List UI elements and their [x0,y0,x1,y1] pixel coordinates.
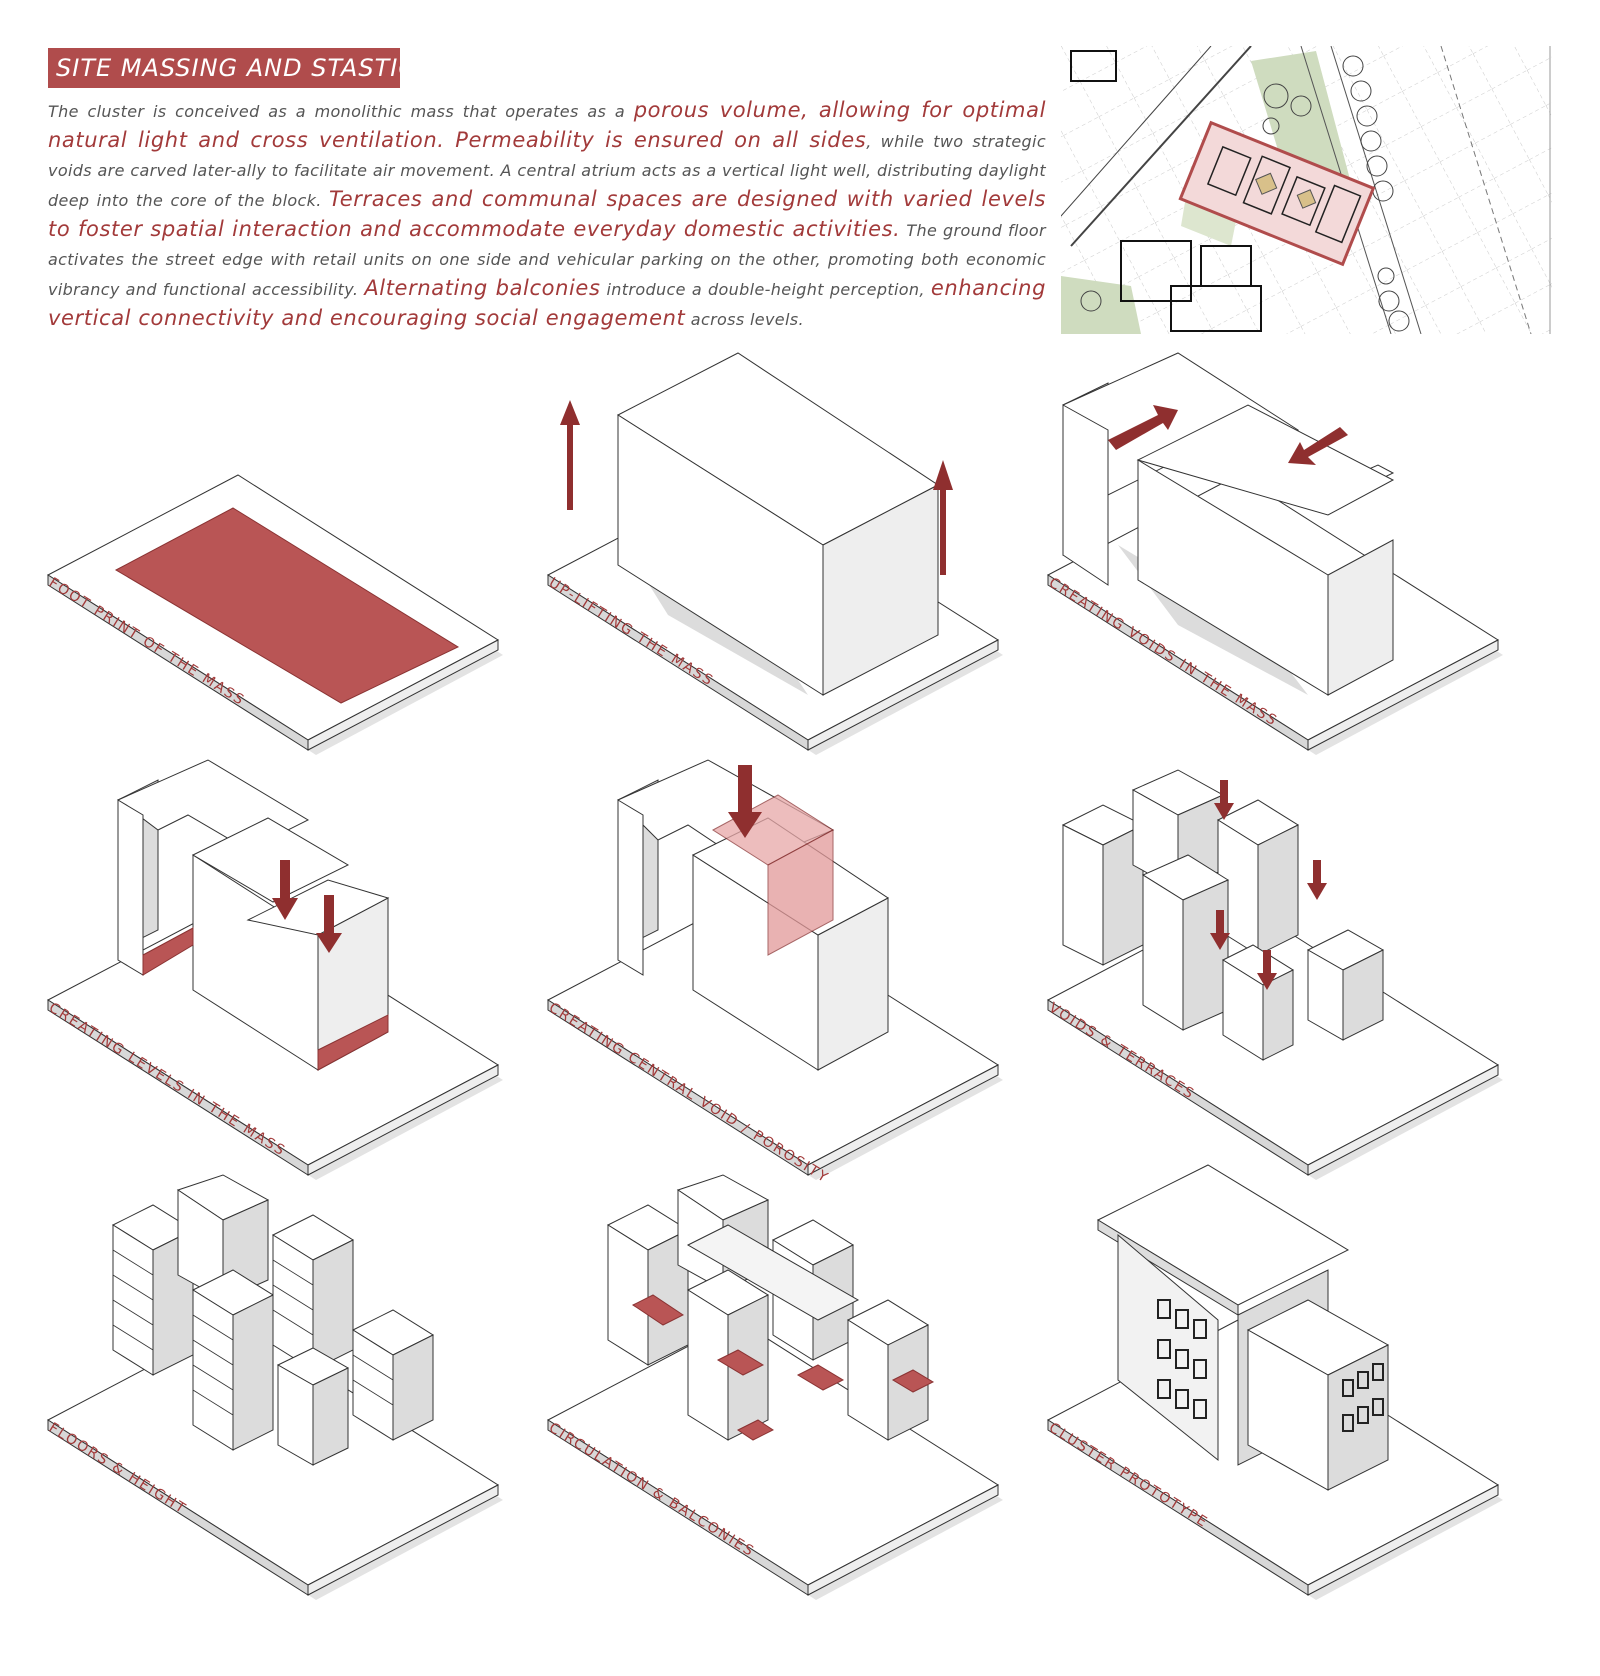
intro-text: across levels. [685,310,804,329]
void-arrow [728,765,762,838]
diagram-central-void: CREATING CENTRAL VOID / POROSITY [546,759,1048,1187]
intro-highlight: enhancing vertical connectivity and enco… [48,276,1046,330]
road-line [1061,46,1212,217]
mass-front-left [1062,404,1109,586]
tower [1141,854,1230,1031]
road-line [1440,46,1532,334]
window-grid [1157,1299,1384,1432]
tower [1221,944,1295,1061]
tower [1216,799,1300,956]
footprint-area [114,507,460,704]
floor-lines [112,1249,394,1416]
page-title: SITE MASSING AND STASTICS [48,48,432,88]
intro-highlight: Alternating balconies [364,276,601,300]
road-line [1330,46,1422,334]
level-arrow [272,860,342,953]
building-block [1070,50,1262,332]
diagram-levels: CREATING LEVELS IN THE MASS [46,759,548,1180]
intro-highlight: porous volume, allowing for optimal natu… [48,98,1047,152]
cluster-highlight [1178,120,1376,267]
intro-paragraph: The cluster is conceived as a monolithic… [48,96,1046,334]
mass-side [822,484,939,696]
diagram-voids: CREATING VOIDS IN THE MASS [1046,345,1548,755]
walkway [686,1224,860,1321]
diagram-footprint: FOOT PRINT OF THE MASS [46,345,548,755]
road-line [1070,46,1252,247]
uplift-arrow [560,400,953,575]
diagram-floors: FLOORS & HEIGHT [46,1174,548,1600]
void-arrow [1288,427,1348,465]
mass-side [1327,539,1394,696]
terrace-arrow [1210,780,1327,990]
diagram-terraces: VOIDS & TERRACES [1046,769,1548,1180]
ground-level-strip [317,1014,389,1071]
intro-highlight: Terraces and communal spaces are designe… [48,187,1046,241]
diagram-uplift: UP-LIFTING THE MASS [546,345,1048,755]
intro-text: The cluster is conceived as a monolithic… [48,102,634,121]
central-void-volume [767,829,834,956]
intro-text: introduce a double-height perception, [600,280,931,299]
ground-level-strip [142,927,194,976]
diagram-prototype: CLUSTER PROTOTYPE [1046,1164,1548,1600]
tower [1306,929,1385,1041]
intro-text: , while two strategic voids are carved l… [48,132,1046,210]
void-arrow [1108,405,1178,450]
balcony [632,1294,935,1441]
diagram-circulation: CIRCULATION & BALCONIES [546,1174,1048,1600]
tower [1061,804,1145,966]
intro-text: The ground floor activates the street ed… [48,221,1046,299]
site-plan-map [1061,46,1552,334]
